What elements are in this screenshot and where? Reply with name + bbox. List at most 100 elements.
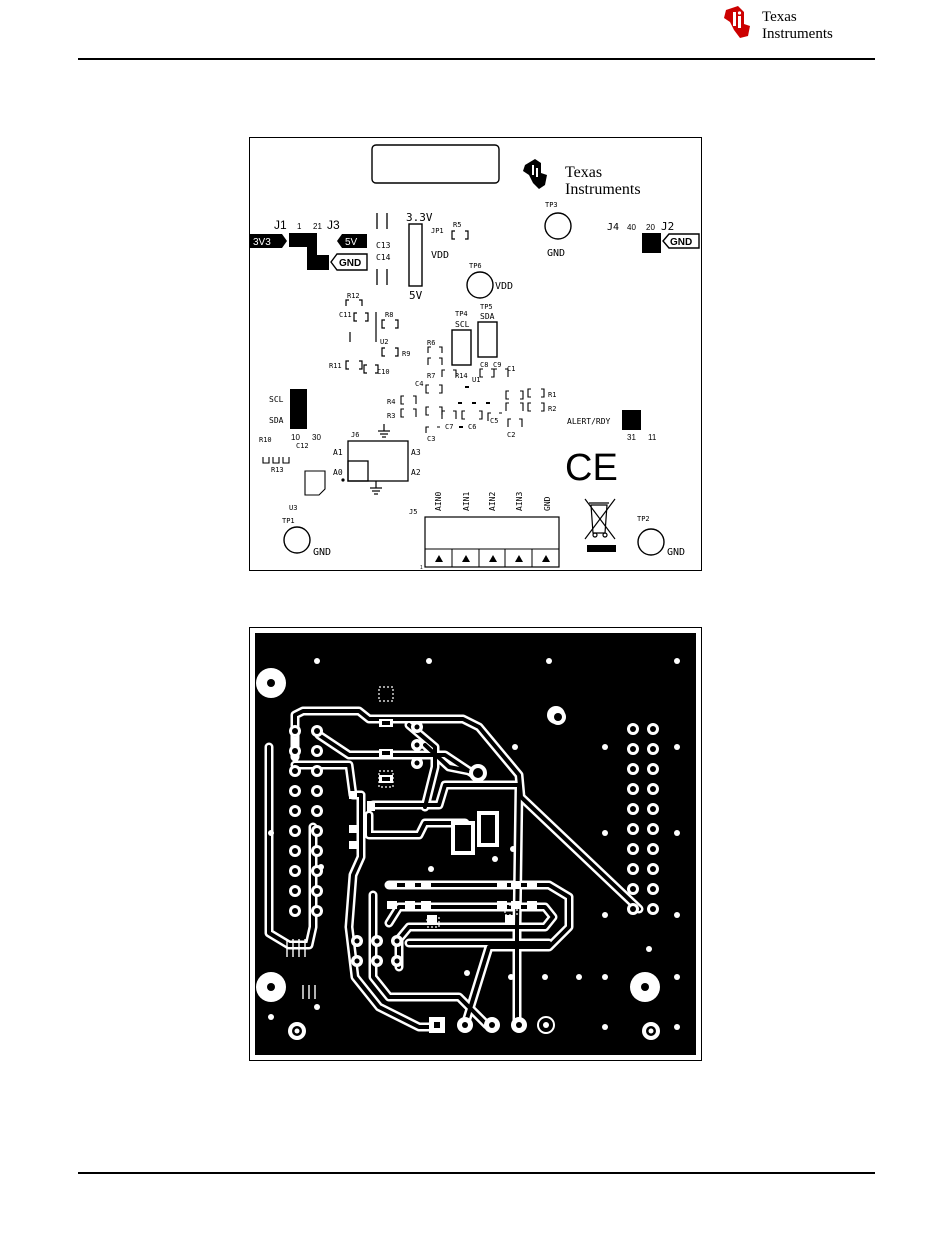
u2-area-footprints [345, 299, 399, 374]
label-ain1: AIN1 [462, 492, 471, 511]
jp1-footprint [408, 223, 423, 287]
label-c9: C9 [493, 361, 501, 369]
ti-header-logo: Texas Instruments [724, 6, 833, 42]
label-r7: R7 [427, 372, 435, 380]
label-c1: C1 [507, 365, 515, 373]
label-c7: C7 [445, 423, 453, 431]
label-u3: U3 [289, 504, 297, 512]
label-scl-tp4: SCL [455, 320, 470, 329]
pcb-top-silkscreen-figure: Texas Instruments J1 1 21 J3 3V3 5V GND … [249, 137, 702, 571]
label-c13: C13 [376, 241, 391, 250]
ce-mark-icon: CE [565, 447, 618, 489]
label-3v3: 3V3 [253, 237, 271, 248]
label-a3: A3 [411, 448, 421, 457]
j5-pin-markers [435, 555, 550, 562]
label-scl: SCL [269, 395, 284, 404]
label-ain2: AIN2 [488, 492, 497, 511]
label-c11: C11 [339, 311, 352, 319]
j5-terminal-block [424, 516, 560, 568]
label-r10: R10 [259, 436, 272, 444]
label-c12: C12 [296, 442, 309, 450]
label-pin10: 10 [291, 433, 300, 442]
header-rule [78, 58, 875, 60]
label-j2: J2 [661, 220, 674, 233]
label-r11: R11 [329, 362, 342, 370]
label-j3: J3 [327, 218, 340, 232]
label-r2: R2 [548, 405, 556, 413]
label-a1: A1 [333, 448, 343, 457]
label-pin11: 11 [648, 433, 657, 442]
label-tp4: TP4 [455, 310, 468, 318]
label-5v: 5V [345, 237, 358, 248]
j5-pads [429, 1016, 555, 1034]
label-window [371, 144, 500, 184]
label-gnd-tp2: GND [667, 547, 685, 558]
tp4-footprint [451, 329, 472, 366]
label-vdd-jp1: VDD [431, 250, 449, 261]
mounting-holes [256, 668, 660, 1002]
tp6-circle [466, 271, 494, 299]
label-c8: C8 [480, 361, 488, 369]
logo-line-2: Instruments [762, 26, 833, 42]
label-r5: R5 [453, 221, 461, 229]
label-c5: C5 [490, 417, 498, 425]
label-gnd-j2: GND [670, 237, 692, 248]
j6-pads [351, 935, 403, 967]
label-r1: R1 [548, 391, 556, 399]
label-j4: J4 [607, 222, 619, 233]
tp5-footprint [477, 321, 498, 358]
label-c6: C6 [468, 423, 476, 431]
vias [268, 658, 680, 1030]
board-logo-line-2: Instruments [565, 181, 641, 198]
label-r3: R3 [387, 412, 395, 420]
smd-pad-centers [382, 721, 495, 851]
label-gnd-j5: GND [543, 496, 552, 511]
label-jp1: JP1 [431, 227, 444, 235]
ti-board-logo-icon [523, 159, 547, 189]
label-gnd-j3: GND [339, 258, 361, 269]
tp1-circle [283, 526, 311, 554]
left-smd-fingers [286, 939, 316, 999]
c13-c14-footprints [376, 213, 388, 285]
scl-sda-header-footprint [290, 389, 307, 429]
label-r6: R6 [427, 339, 435, 347]
label-alert-rdy: ALERT/RDY [567, 417, 611, 426]
label-j1: J1 [274, 218, 287, 232]
label-c14: C14 [376, 253, 391, 262]
label-j4-pin40: 40 [627, 223, 636, 232]
j1-j3-header-footprint [289, 233, 329, 270]
ti-chip-icon [724, 6, 750, 38]
alert-pin-footprint [622, 410, 641, 430]
label-gnd-tp1: GND [313, 547, 331, 558]
gnd-symbol-icon [378, 424, 390, 438]
label-vdd-tp6: VDD [495, 281, 513, 292]
label-j2-pin20: 20 [646, 223, 655, 232]
net-flag-gnd-j2 [662, 233, 700, 249]
u1-area-footprints [400, 346, 545, 433]
label-j5: J5 [409, 508, 417, 516]
r10-c12-r13-footprints [262, 457, 326, 496]
tp2-circle [637, 528, 665, 556]
net-flag-gnd-j3 [330, 253, 368, 271]
u1-dots [458, 386, 490, 428]
dashed-outlines [378, 686, 518, 928]
pcb-bottom-copper-figure [249, 627, 702, 1061]
label-tp3: TP3 [545, 201, 558, 209]
label-u1: U1 [472, 376, 480, 384]
label-sda-tp5: SDA [480, 312, 495, 321]
label-j6: J6 [351, 431, 359, 439]
left-header-drills [292, 728, 320, 914]
weee-bar [587, 545, 616, 552]
label-sda: SDA [269, 416, 284, 425]
label-j5-pin1: 1 [420, 565, 423, 571]
label-c2: C2 [507, 431, 515, 439]
label-5v-jp1: 5V [409, 289, 423, 302]
large-via [550, 709, 566, 725]
label-u2: U2 [380, 338, 388, 346]
label-c10: C10 [377, 368, 390, 376]
label-r8: R8 [385, 311, 393, 319]
label-tp1: TP1 [282, 517, 295, 525]
label-ain3: AIN3 [515, 492, 524, 511]
label-r12: R12 [347, 292, 360, 300]
net-flag-5v [337, 234, 367, 248]
